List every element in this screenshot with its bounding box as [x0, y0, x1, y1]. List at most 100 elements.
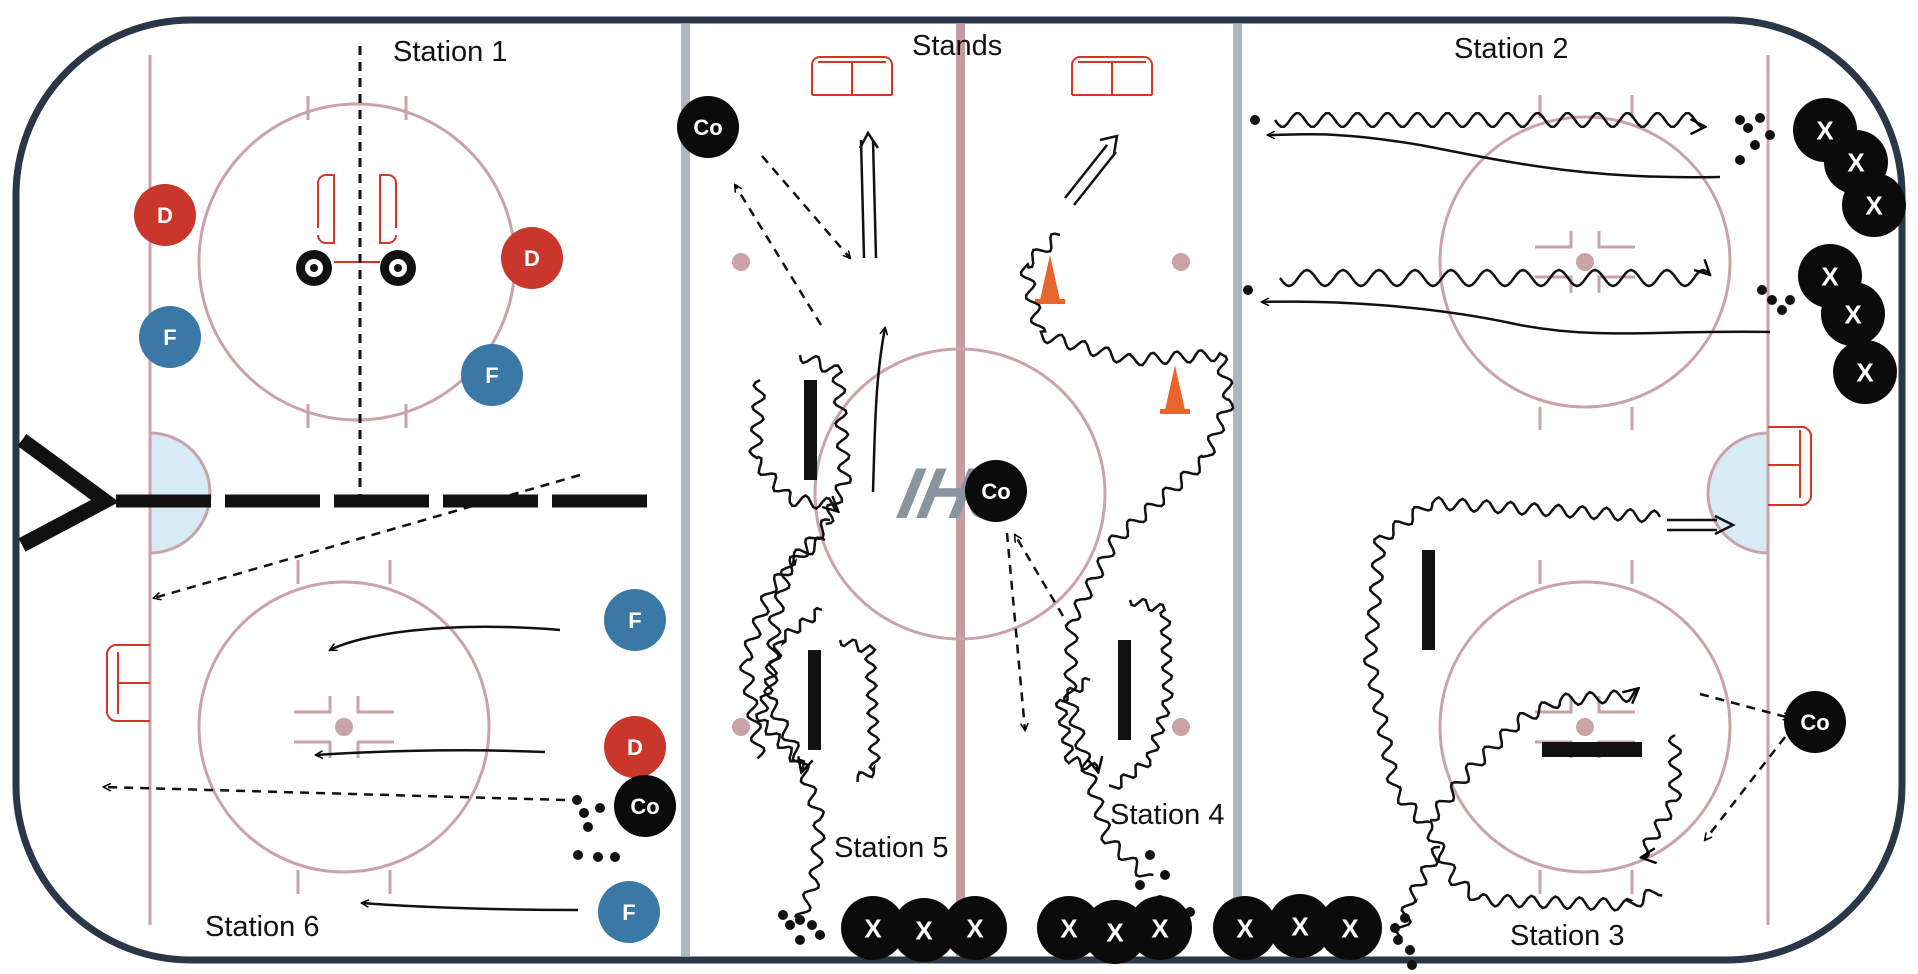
player-token: X — [943, 896, 1007, 960]
coach-token-label: Co — [630, 794, 659, 819]
puck-icon — [610, 852, 620, 862]
puck-icon — [1767, 295, 1777, 305]
wavy-route — [1273, 112, 1704, 126]
puck-icon — [1400, 913, 1410, 923]
wavy-route — [1394, 845, 1441, 940]
wavy-route — [1054, 676, 1098, 771]
net-icon — [317, 174, 397, 263]
wavy-route — [838, 638, 882, 782]
forward-token: F — [461, 344, 523, 406]
player-token-label: X — [1106, 917, 1124, 947]
puck-icon — [595, 803, 605, 813]
puck-icon — [1405, 945, 1415, 955]
wavy-route — [1019, 232, 1235, 878]
net-icon — [106, 644, 150, 722]
forward-token-label: F — [628, 608, 641, 633]
player-token-label: X — [1856, 357, 1874, 387]
wavy-route — [798, 354, 852, 526]
net-icon — [1071, 56, 1153, 96]
faceoff-circle-top-right — [1438, 95, 1732, 430]
puck-icon — [1135, 880, 1145, 890]
puck-icon — [1755, 113, 1765, 123]
player-token-label: X — [915, 915, 933, 945]
label-station6: Station 6 — [205, 911, 319, 943]
label-station2: Station 2 — [1454, 33, 1568, 65]
defense-token-label: D — [524, 246, 540, 271]
defense-token: D — [501, 227, 563, 289]
skate-paths — [316, 134, 1771, 912]
puck-icon — [778, 910, 788, 920]
player-token: X — [892, 898, 956, 962]
coach-token-label: Co — [693, 115, 722, 140]
puck-icon — [795, 935, 805, 945]
puck-icon — [1250, 115, 1260, 125]
defense-token-label: D — [157, 203, 173, 228]
faceoff-dots — [335, 253, 1594, 736]
label-stands: Stands — [912, 30, 1002, 62]
puck-icon — [1393, 935, 1403, 945]
puck-icon — [593, 852, 603, 862]
puck-icon — [583, 822, 593, 832]
net-icon — [1768, 426, 1812, 506]
player-token-label: X — [1847, 147, 1865, 177]
player-token-label: X — [1865, 190, 1883, 220]
coach-token-label: Co — [1800, 710, 1829, 735]
stick-obstacle-icon — [804, 380, 1642, 757]
puck-icon — [1243, 285, 1253, 295]
puck-icon — [815, 930, 825, 940]
player-token: X — [1128, 896, 1192, 960]
player-token-label: X — [864, 913, 882, 943]
coach-token: Co — [614, 775, 676, 837]
puck-icon — [795, 915, 805, 925]
wavy-route — [748, 378, 838, 511]
cone-icon — [1035, 255, 1065, 304]
tire-icon — [296, 250, 332, 286]
forward-token: F — [604, 589, 666, 651]
player-token-label: X — [1821, 261, 1839, 291]
player-token-label: X — [966, 913, 984, 943]
puck-icon — [572, 795, 582, 805]
forward-token-label: F — [622, 900, 635, 925]
forward-token: F — [139, 306, 201, 368]
wavy-route — [763, 536, 826, 919]
puck-icon — [1735, 115, 1745, 125]
faceoff-circle-bottom-right — [1438, 560, 1732, 894]
tire-icon — [380, 250, 416, 286]
wavy-route — [1363, 496, 1663, 912]
cone-icon — [1160, 365, 1190, 414]
player-token: X — [1268, 894, 1332, 958]
blue-line-right — [1233, 24, 1242, 956]
coach-token-label: Co — [981, 479, 1010, 504]
wavy-skate-paths — [739, 112, 1709, 940]
coach-token: Co — [677, 96, 739, 158]
puck-icon — [1757, 285, 1767, 295]
defense-token-label: D — [627, 735, 643, 760]
player-token-label: X — [1060, 913, 1078, 943]
player-token: X — [1037, 896, 1101, 960]
puck-icon — [573, 850, 583, 860]
red-line — [956, 24, 965, 956]
puck-icon — [1765, 130, 1775, 140]
puck-icon — [1390, 923, 1400, 933]
player-token-label: X — [1236, 913, 1254, 943]
puck-icon — [579, 808, 589, 818]
faceoff-circle-bottom-left — [197, 560, 491, 894]
player-token: X — [1318, 896, 1382, 960]
coach-token: Co — [965, 460, 1027, 522]
puck-icon — [1785, 295, 1795, 305]
player-token-label: X — [1816, 115, 1834, 145]
player-token-label: X — [1291, 911, 1309, 941]
wavy-route — [1108, 597, 1174, 790]
wavy-route — [739, 518, 831, 760]
label-station1: Station 1 — [393, 36, 507, 68]
puck-icon — [785, 920, 795, 930]
defense-token: D — [134, 184, 196, 246]
forward-token: F — [598, 881, 660, 943]
puck-icon — [1750, 140, 1760, 150]
blue-line-left — [681, 24, 690, 956]
player-token: X — [1833, 340, 1897, 404]
puck-icon — [1735, 155, 1745, 165]
net-icon — [811, 56, 893, 96]
label-station4: Station 4 — [1110, 799, 1224, 831]
label-station5: Station 5 — [834, 832, 948, 864]
